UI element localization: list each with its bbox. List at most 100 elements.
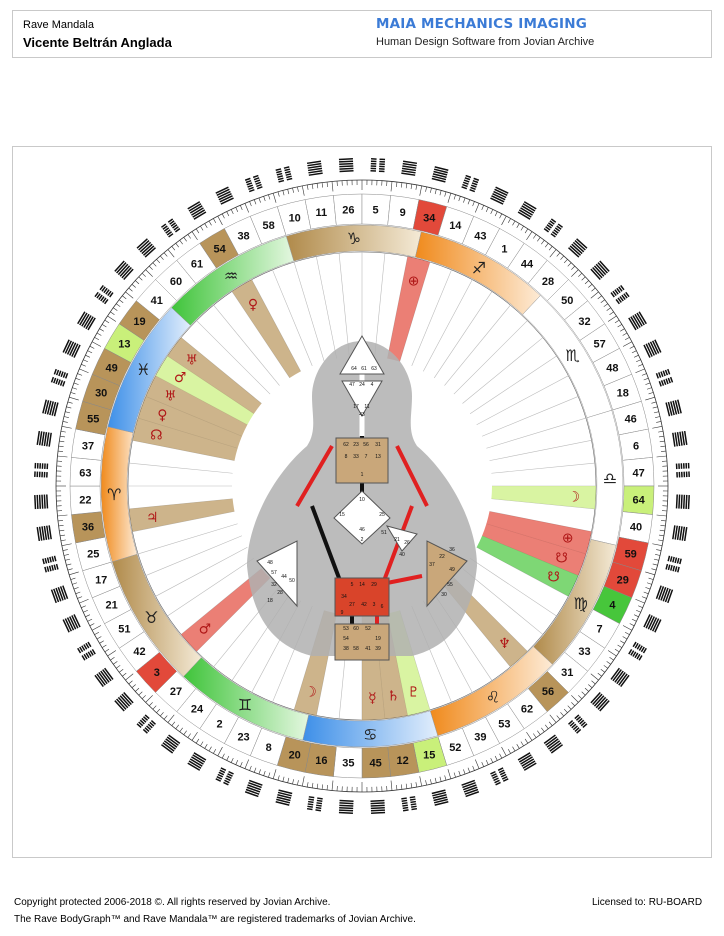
tick <box>467 199 471 205</box>
tick <box>79 368 89 374</box>
tick <box>160 255 164 260</box>
hexagram-symbol <box>665 399 682 417</box>
tick <box>578 695 583 700</box>
ajna-center <box>341 380 383 418</box>
tick <box>61 543 72 546</box>
tick <box>622 341 633 347</box>
tick <box>217 746 223 757</box>
gate-number: 58 <box>263 220 275 232</box>
gate-number: 10 <box>289 212 301 224</box>
bodygraph-gate-label: 40 <box>399 552 405 558</box>
gate-number: 9 <box>400 207 406 219</box>
bodygraph-gate-label: 22 <box>439 554 445 560</box>
tick <box>200 741 204 747</box>
spoke <box>444 304 511 386</box>
gate-number: 54 <box>213 243 226 255</box>
tick <box>507 218 511 224</box>
tick <box>179 240 183 245</box>
tick <box>62 421 68 423</box>
tick <box>89 623 95 627</box>
spoke <box>167 557 255 617</box>
tick <box>148 265 153 270</box>
gate-number: 36 <box>82 522 94 534</box>
tick <box>145 695 153 703</box>
zodiac-segment <box>171 235 295 326</box>
tick <box>148 702 153 707</box>
tick <box>481 205 484 210</box>
tick <box>230 757 234 763</box>
brand-block: MAIA MECHANICS IMAGING Human Design Soft… <box>376 16 594 48</box>
tick <box>116 303 121 307</box>
tick <box>60 539 66 542</box>
tick <box>648 392 654 395</box>
tick <box>646 387 652 390</box>
tick <box>156 708 161 713</box>
tick <box>131 284 136 288</box>
tick <box>77 596 83 599</box>
tick <box>69 396 79 401</box>
bodygraph-gate-label: 62 <box>343 442 349 448</box>
tick <box>485 760 489 765</box>
hexagram-symbol <box>42 399 59 417</box>
tick <box>641 596 647 599</box>
tick <box>107 315 117 322</box>
tick <box>221 213 225 219</box>
bodygraph-gate-label: 25 <box>379 512 385 518</box>
tick <box>660 524 666 527</box>
tick <box>167 249 175 258</box>
tick <box>66 406 72 409</box>
spoke <box>453 320 528 395</box>
spoke <box>196 320 271 395</box>
spoke <box>155 547 248 597</box>
tick <box>311 782 314 788</box>
bodygraph-gate-label: 49 <box>449 567 455 573</box>
gate-number: 53 <box>498 719 510 731</box>
hexagram-symbol <box>628 641 647 661</box>
bodygraph-gate-label: 57 <box>271 570 277 576</box>
hexagram-symbol <box>517 752 537 771</box>
spoke <box>489 440 592 461</box>
tick <box>590 673 599 681</box>
tick <box>85 614 91 618</box>
tick <box>641 373 647 376</box>
tick <box>263 196 266 202</box>
tick <box>516 223 520 228</box>
tick <box>581 276 586 281</box>
tick <box>458 770 461 776</box>
gate-number: 12 <box>397 755 409 767</box>
tick <box>75 377 81 381</box>
bodygraph-gate-label: 39 <box>375 646 381 652</box>
gate-number: 47 <box>633 467 645 479</box>
chart-info: Rave Mandala Vicente Beltrán Anglada <box>23 19 172 50</box>
tick <box>548 721 553 726</box>
tick <box>204 744 208 749</box>
hexagram-symbol <box>610 284 630 305</box>
gate-number: 46 <box>625 414 637 426</box>
tick <box>138 276 143 281</box>
bodygraph-gate-label: 55 <box>447 582 453 588</box>
spoke <box>481 396 579 437</box>
tick <box>292 187 294 193</box>
gate-number: 52 <box>449 742 461 754</box>
tick <box>77 373 83 376</box>
tick <box>447 769 452 779</box>
tick <box>163 715 168 720</box>
tick <box>135 280 140 285</box>
bodygraph-gate-label: 4 <box>371 382 374 388</box>
gate-number: 24 <box>191 703 204 715</box>
bodygraph-gate-label: 38 <box>343 646 349 652</box>
bodygraph-gate-label: 47 <box>349 382 355 388</box>
tick <box>59 529 65 532</box>
tick <box>70 392 76 395</box>
solar-plexus-center <box>426 540 468 608</box>
tick <box>571 265 576 270</box>
tick <box>272 193 277 203</box>
tick <box>581 691 586 696</box>
tick <box>660 520 667 522</box>
planet-wedge <box>476 535 579 597</box>
tick <box>474 759 480 769</box>
bodygraph-gate-label: 32 <box>271 582 277 588</box>
tick <box>297 186 299 192</box>
tick <box>69 571 79 576</box>
